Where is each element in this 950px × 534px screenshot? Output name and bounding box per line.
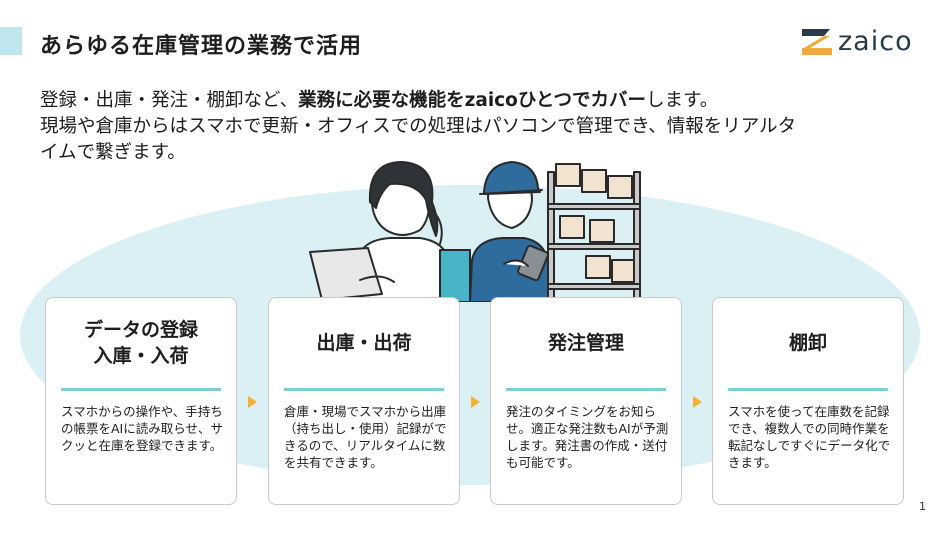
card-shipping: 出庫・出荷 倉庫・現場でスマホから出庫（持ち出し・使用）記録ができるので、リアル… [268, 297, 460, 505]
office-worker-illustration [309, 161, 471, 302]
card-divider [728, 388, 888, 391]
intro-line-1-post: します。 [646, 90, 719, 111]
card-title: 発注管理 [491, 298, 681, 388]
card-description: 発注のタイミングをお知らせ。適正な発注数もAIが予測します。発注書の作成・送付も… [506, 404, 669, 470]
card-description: スマホを使って在庫数を記録でき、複数人での同時作業を転記なしですぐにデータ化でき… [728, 404, 891, 470]
page-title: あらゆる在庫管理の業務で活用 [40, 34, 363, 59]
card-title: データの登録入庫・入荷 [46, 298, 236, 388]
card-description: 倉庫・現場でスマホから出庫（持ち出し・使用）記録ができるので、リアルタイムに数を… [284, 404, 447, 470]
illustration [309, 161, 641, 302]
card-order-management: 発注管理 発注のタイミングをお知らせ。適正な発注数もAIが予測します。発注書の作… [490, 297, 682, 505]
page-number: 1 [919, 500, 926, 513]
intro-text: 登録・出庫・発注・棚卸など、業務に必要な機能をzaicoひとつでカバーします。 … [40, 88, 920, 166]
arrow-right-icon [693, 396, 702, 408]
intro-line-1-bold: 業務に必要な機能をzaicoひとつでカバー [298, 90, 647, 111]
card-description: スマホからの操作や、手持ちの帳票をAIに読み取らせ、サクッと在庫を登録できます。 [61, 404, 223, 453]
card-title-line-1: 発注管理 [547, 332, 624, 354]
card-title-line-1: データの登録 [83, 319, 198, 341]
zaico-logo-icon [802, 28, 832, 55]
card-data-registration: データの登録入庫・入荷 スマホからの操作や、手持ちの帳票をAIに読み取らせ、サク… [45, 297, 237, 505]
card-title: 棚卸 [713, 298, 903, 388]
zaico-logo: zaico [802, 28, 913, 55]
warehouse-worker-illustration [469, 161, 641, 302]
arrow-right-icon [471, 396, 480, 408]
card-title-line-2: 入庫・入荷 [93, 345, 189, 367]
card-stocktaking: 棚卸 スマホを使って在庫数を記録でき、複数人での同時作業を転記なしですぐにデータ… [712, 297, 904, 505]
logo-text: zaico [838, 26, 913, 57]
card-title-line-1: 出庫・出荷 [316, 332, 412, 354]
intro-line-3: イムで繋ぎます。 [40, 142, 186, 163]
card-title-line-1: 棚卸 [788, 332, 827, 354]
arrow-right-icon [248, 396, 257, 408]
card-divider [506, 388, 666, 391]
intro-line-2: 現場や倉庫からはスマホで更新・オフィスでの処理はパソコンで管理でき、情報をリアル… [40, 116, 797, 137]
card-divider [284, 388, 444, 391]
card-title: 出庫・出荷 [269, 298, 459, 388]
intro-line-1-pre: 登録・出庫・発注・棚卸など、 [40, 90, 299, 111]
card-divider [61, 388, 221, 391]
intro-line-1: 登録・出庫・発注・棚卸など、業務に必要な機能をzaicoひとつでカバーします。 [40, 88, 920, 114]
title-accent-bar [0, 27, 22, 55]
